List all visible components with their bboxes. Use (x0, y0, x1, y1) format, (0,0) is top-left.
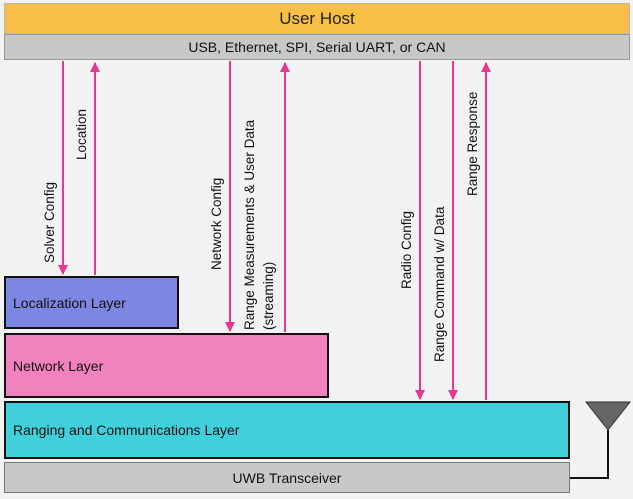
solver-config-label: Solver Config (42, 182, 57, 263)
ranging-layer-label: Ranging and Communications Layer (13, 422, 240, 438)
network-layer-block: Network Layer (4, 333, 329, 398)
antenna-icon (584, 401, 632, 431)
range-measurements-label: Range Measurements & User Data (242, 119, 257, 330)
range-command-label: Range Command w/ Data (432, 206, 447, 362)
localization-layer-block: Localization Layer (4, 276, 179, 329)
network-layer-label: Network Layer (13, 357, 104, 374)
user-host-block: User Host (4, 3, 630, 34)
uwb-transceiver-label: UWB Transceiver (232, 469, 342, 486)
uwb-transceiver-block: UWB Transceiver (4, 462, 570, 493)
antenna-wire (570, 430, 609, 479)
bus-label: USB, Ethernet, SPI, Serial UART, or CAN (188, 39, 446, 55)
ranging-layer-block: Ranging and Communications Layer (4, 401, 570, 459)
location-label: Location (74, 109, 89, 160)
bus-block: USB, Ethernet, SPI, Serial UART, or CAN (4, 34, 630, 60)
range-response-label: Range Response (465, 92, 480, 196)
network-config-label: Network Config (209, 178, 224, 270)
localization-layer-label: Localization Layer (13, 294, 126, 311)
radio-config-label: Radio Config (399, 211, 414, 289)
range-measurements-streaming-label: (streaming) (261, 262, 276, 330)
user-host-label: User Host (279, 8, 355, 28)
